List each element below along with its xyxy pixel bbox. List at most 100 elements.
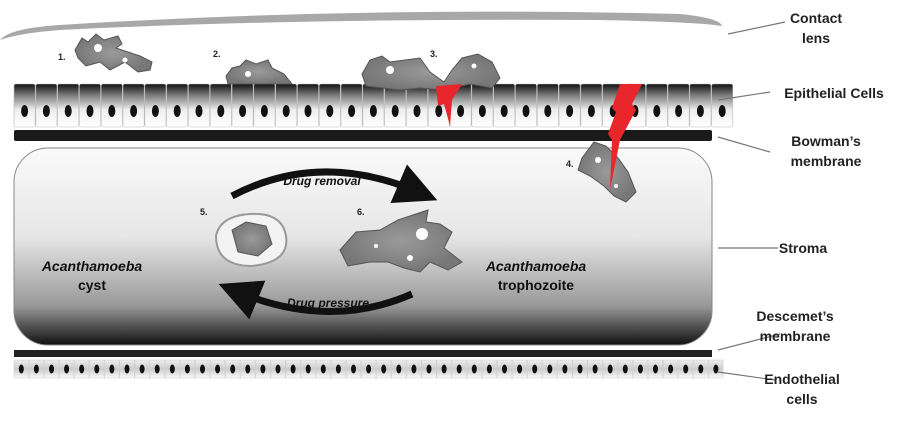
epithelial-cell <box>493 83 516 128</box>
nucleus <box>304 105 312 117</box>
endothelial-cell <box>240 359 256 379</box>
nucleus <box>86 105 94 117</box>
nucleus <box>486 364 492 374</box>
epithelial-cell <box>558 83 581 128</box>
endothelial-cell <box>557 359 573 379</box>
endothelial-cell <box>89 359 105 379</box>
endothelial-cell <box>678 359 694 379</box>
epithelial-cell <box>384 83 407 128</box>
endothelial-cell <box>542 359 558 379</box>
endothelial-cell <box>194 359 211 379</box>
endothelial-cell <box>512 359 528 379</box>
endothelial-cell <box>663 359 679 379</box>
nucleus <box>435 105 443 117</box>
nucleus <box>348 105 356 117</box>
nucleus <box>215 364 221 374</box>
nucleus <box>413 105 421 117</box>
endothelial-cell <box>270 359 286 379</box>
endothelial-cell <box>647 359 664 379</box>
nucleus <box>154 364 160 374</box>
endothelial-cell <box>74 359 90 379</box>
trophozoite-label-2: trophozoite <box>498 277 574 293</box>
descemet-label-2: membrane <box>760 328 831 344</box>
nucleus <box>230 364 236 374</box>
epithelial-cell <box>231 83 254 128</box>
nucleus <box>64 105 72 117</box>
nucleus <box>522 105 530 117</box>
nucleus <box>381 364 387 374</box>
nucleus <box>94 364 100 374</box>
bowman-membrane <box>14 130 712 141</box>
nucleus <box>698 364 704 374</box>
endothelial-cell <box>693 359 709 379</box>
endothelial-cell <box>527 359 543 379</box>
nucleus <box>200 364 205 374</box>
nucleus <box>622 364 628 374</box>
epithelial-cell <box>449 83 472 128</box>
nucleus <box>130 105 138 117</box>
nucleus <box>562 364 568 374</box>
epithelial-cell <box>79 83 101 128</box>
cyst-label-2: cyst <box>78 277 106 293</box>
endothelial-cell <box>436 359 452 379</box>
trophozoite-3 <box>361 53 501 91</box>
endothelial-cell <box>617 359 633 379</box>
nucleus <box>547 364 553 374</box>
epithelial-cell <box>471 83 494 128</box>
nucleus <box>151 105 159 117</box>
nucleus <box>108 105 116 117</box>
nucleus <box>500 105 508 117</box>
nucleus <box>713 364 719 374</box>
nucleus <box>566 105 574 117</box>
nucleus <box>668 364 674 374</box>
endothelial-cell <box>149 359 165 379</box>
nucleus <box>305 364 311 374</box>
endothelial-cell <box>315 359 331 379</box>
drug-pressure-label: Drug pressure <box>287 296 369 310</box>
endothelial-label-2: cells <box>786 391 817 407</box>
bowman-label-2: membrane <box>791 153 862 169</box>
nucleus <box>18 364 24 374</box>
contact-lens-label-2: lens <box>802 30 830 46</box>
trophozoite-2 <box>225 59 294 85</box>
step-5: 5. <box>200 207 208 217</box>
endothelial-cell <box>330 359 346 379</box>
nucleus <box>607 364 613 374</box>
nucleus <box>675 105 683 117</box>
leader-lines <box>717 21 786 381</box>
nucleus <box>369 105 377 117</box>
nucleus <box>335 364 341 374</box>
nucleus <box>718 105 726 117</box>
endothelial-cell-layer <box>13 359 724 379</box>
nucleus <box>532 364 538 374</box>
endothelial-cell <box>481 359 497 379</box>
stroma-label: Stroma <box>779 240 827 256</box>
contact-lens <box>0 11 722 40</box>
nucleus <box>544 105 552 117</box>
nucleus <box>351 364 356 374</box>
nucleus <box>326 105 334 117</box>
epithelial-cell <box>188 83 210 128</box>
trophozoite-label-1: Acanthamoeba <box>485 258 587 274</box>
nucleus <box>502 364 507 374</box>
damage-mark-1 <box>436 84 462 126</box>
nucleus <box>184 364 190 374</box>
nucleus <box>396 364 402 374</box>
nucleus <box>441 364 447 374</box>
step-3: 3. <box>430 49 438 59</box>
epithelial-cell <box>645 83 668 128</box>
epithelial-cell <box>689 83 712 128</box>
nucleus <box>653 364 658 374</box>
trophozoite-4 <box>577 141 637 203</box>
nucleus <box>411 364 417 374</box>
endothelial-cell <box>708 359 724 379</box>
nucleus <box>517 364 523 374</box>
endothelial-cell <box>210 359 226 379</box>
epithelial-cell <box>144 83 167 128</box>
nucleus <box>587 105 595 117</box>
epithelial-cell <box>297 83 319 128</box>
endothelial-label-1: Endothelial <box>764 371 839 387</box>
descemet-membrane <box>14 350 712 357</box>
endothelial-cell <box>391 359 407 379</box>
